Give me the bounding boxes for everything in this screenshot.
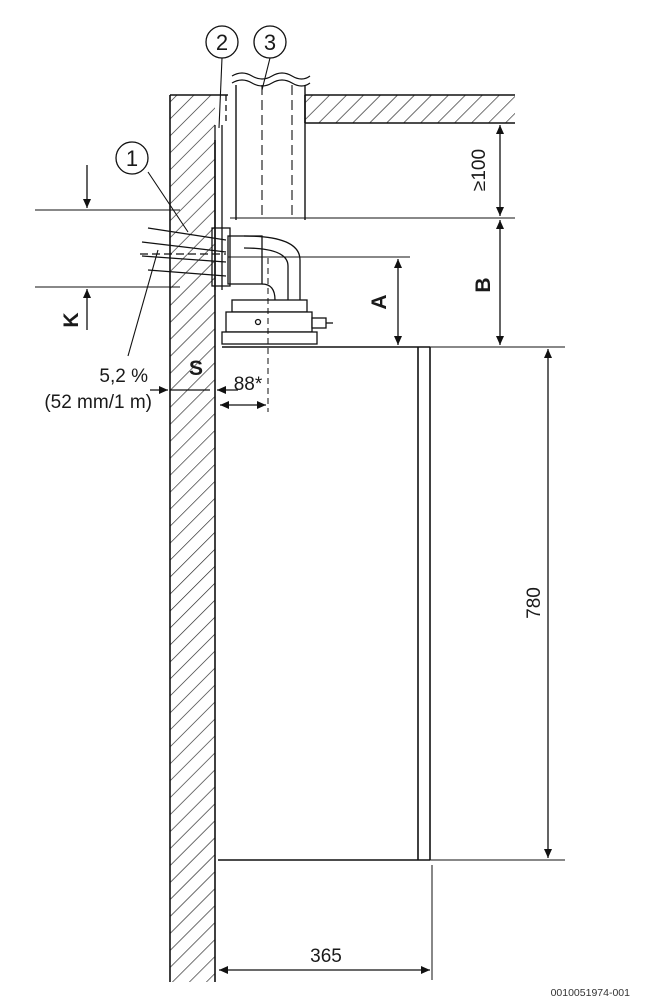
callout-1: 1 — [115, 141, 149, 175]
slope-percent: 5,2 % — [99, 366, 148, 387]
svg-text:3: 3 — [264, 30, 276, 55]
slope-ratio: (52 mm/1 m) — [44, 392, 152, 413]
dim-min-clearance: ≥100 — [469, 149, 490, 191]
callout-3: 3 — [253, 25, 287, 59]
svg-text:1: 1 — [126, 146, 138, 171]
wall — [169, 94, 228, 982]
boiler-connector — [221, 299, 333, 345]
dim-depth-label: 365 — [310, 946, 342, 967]
extension-lines — [35, 122, 515, 980]
dim-offset-label: 88* — [234, 374, 263, 395]
dim-a-label: A — [368, 294, 391, 309]
boiler-body — [218, 346, 565, 861]
dim-s-label: S — [189, 357, 203, 380]
wall-liner — [214, 95, 227, 290]
dimension-arrows — [83, 125, 552, 974]
leader-lines — [127, 57, 271, 357]
callout-2: 2 — [205, 25, 239, 59]
dim-k-label: K — [60, 312, 83, 327]
svg-text:2: 2 — [216, 30, 228, 55]
document-id: 0010051974-001 — [551, 987, 631, 999]
dim-height-label: 780 — [524, 587, 545, 619]
vertical-flue-pipe — [231, 72, 311, 220]
dim-b-label: B — [472, 277, 495, 292]
horizontal-flue-pipe — [140, 227, 301, 301]
ceiling — [304, 94, 515, 124]
